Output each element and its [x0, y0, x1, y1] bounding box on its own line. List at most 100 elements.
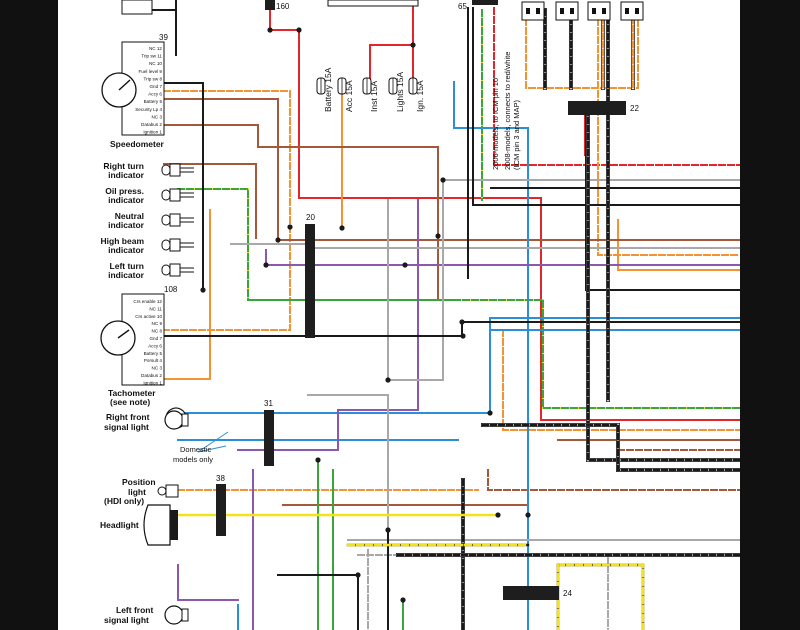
fuse-inst-symbol — [362, 77, 372, 95]
connector-block-24 — [503, 586, 559, 600]
fuse-ign-label: Ign. 15A — [415, 80, 425, 112]
icm-note-2a: 2008-models, connects to red/white — [503, 52, 512, 170]
connector-22-label: 22 — [630, 104, 639, 113]
wire-blk-white-dash-4 — [586, 108, 740, 462]
wire-blue-lights — [453, 81, 529, 630]
pin-label: NC 9 — [152, 321, 163, 326]
right-front-signal-light — [164, 407, 189, 430]
wire-brown-3 — [163, 163, 257, 239]
connector-block-22 — [568, 101, 626, 115]
connector-block-65 — [472, 0, 498, 5]
wire-black-speedo — [163, 82, 204, 291]
connector-38-label: 38 — [216, 474, 225, 483]
wire-orange-dash-v2 — [502, 329, 740, 431]
junction-dots — [200, 27, 531, 603]
right-front-signal-label-1: Right front — [106, 412, 150, 422]
connector-24-label: 24 — [563, 589, 572, 598]
wire-blk-white-dash-5 — [481, 423, 740, 472]
left-front-signal-light — [164, 605, 189, 625]
icm-note-2b: (ICM pin 3 and MAP) — [512, 99, 521, 170]
headlight — [143, 504, 178, 546]
indicator-label-line1: High beam — [101, 236, 145, 246]
pin-label: NC 11 — [149, 306, 162, 311]
connector-blocks — [216, 0, 626, 600]
wire-orange-dash-top — [525, 9, 639, 89]
pin-label: Battery 5 — [144, 351, 163, 356]
wire-black-c65 — [472, 7, 740, 206]
pin-label: Security Lp 4 — [135, 107, 162, 112]
wire-brown-speedo — [163, 98, 740, 241]
top-plugs — [121, 0, 644, 21]
pin-label: Crs active 10 — [135, 314, 162, 319]
domestic-label-2: models only — [173, 455, 213, 464]
pin-label: Trip sw 11 — [141, 54, 162, 59]
indicator-label-line1: Left turn — [110, 261, 144, 271]
fuse-block — [316, 77, 418, 95]
wire-brown-dash — [487, 469, 740, 491]
right-front-signal-label-2: signal light — [104, 422, 149, 432]
wire-grey-main — [387, 179, 740, 381]
wire-orange-right — [617, 219, 740, 271]
icm-note-1: 2006-models, to ICM pin 10 — [491, 78, 500, 170]
position-light-label-1: Position — [122, 477, 156, 487]
pin-label: NC 12 — [149, 46, 162, 51]
pin-label: NC 8 — [152, 329, 163, 334]
fuse-lights-symbol — [388, 77, 398, 95]
indicator-label-line2: indicator — [108, 270, 145, 280]
fuse-ign-symbol — [408, 77, 418, 95]
position-light-label-3: (HDI only) — [104, 496, 144, 506]
wire-brown-2 — [163, 124, 439, 301]
left-front-signal-label-2: signal light — [104, 615, 149, 625]
top-center-plug — [327, 0, 419, 7]
wire-blue-rf — [177, 317, 740, 414]
indicator-label-line2: indicator — [108, 170, 145, 180]
connector-block-31 — [264, 410, 274, 466]
connector-20-label: 20 — [306, 213, 315, 222]
connector-block-38 — [216, 484, 226, 536]
connector-31-label: 31 — [264, 399, 273, 408]
fuse-lights-label: Lights 15A — [395, 72, 405, 112]
pin-label: Gnd 7 — [149, 84, 162, 89]
wire-violet-4 — [177, 564, 239, 601]
wire-orange-solid — [163, 209, 211, 380]
headlight-socket — [170, 510, 178, 540]
pin-label: NC 3 — [152, 114, 163, 119]
wire-orange-dash-v — [597, 9, 740, 256]
tachometer-needle — [117, 329, 130, 339]
domestic-label-1: Domestic — [180, 445, 212, 454]
fuse-inst-label: Inst 15A — [369, 80, 379, 112]
headlight-label: Headlight — [100, 520, 139, 530]
indicator-label-line2: indicator — [108, 220, 145, 230]
pin-label: Porsult 4 — [144, 358, 163, 363]
tachometer-subtitle: (see note) — [110, 397, 150, 407]
wire-red-battery — [298, 29, 740, 421]
top-left-plug — [121, 0, 153, 15]
left-front-signal-label-1: Left front — [116, 605, 153, 615]
connector-160-label: 160 — [276, 2, 290, 11]
wire-green-dash-oil — [177, 188, 740, 409]
indicator-oil-press: Oil press.indicator — [105, 186, 194, 205]
pin-label: Accy 6 — [148, 92, 162, 97]
domestic-pointer-lines — [197, 431, 229, 453]
position-light — [157, 484, 179, 498]
fuse-battery-label: Battery 15A — [323, 67, 333, 112]
fuse-acc-label: Acc 15A — [344, 80, 354, 112]
wire-violet-2 — [237, 199, 419, 451]
indicator-label-line2: indicator — [108, 195, 145, 205]
pin-label: Fuel level 9 — [139, 69, 163, 74]
pin-label: Trip sw 8 — [144, 76, 163, 81]
labels: 160 65 20 22 31 38 24 Battery 15A Acc 15… — [100, 2, 639, 625]
fuse-battery-symbol — [316, 77, 326, 95]
position-light-label-2: light — [128, 487, 146, 497]
speedometer-title: Speedometer — [110, 139, 165, 149]
tachometer-title: Tachometer — [108, 388, 156, 398]
wire-grey-3 — [307, 394, 389, 581]
